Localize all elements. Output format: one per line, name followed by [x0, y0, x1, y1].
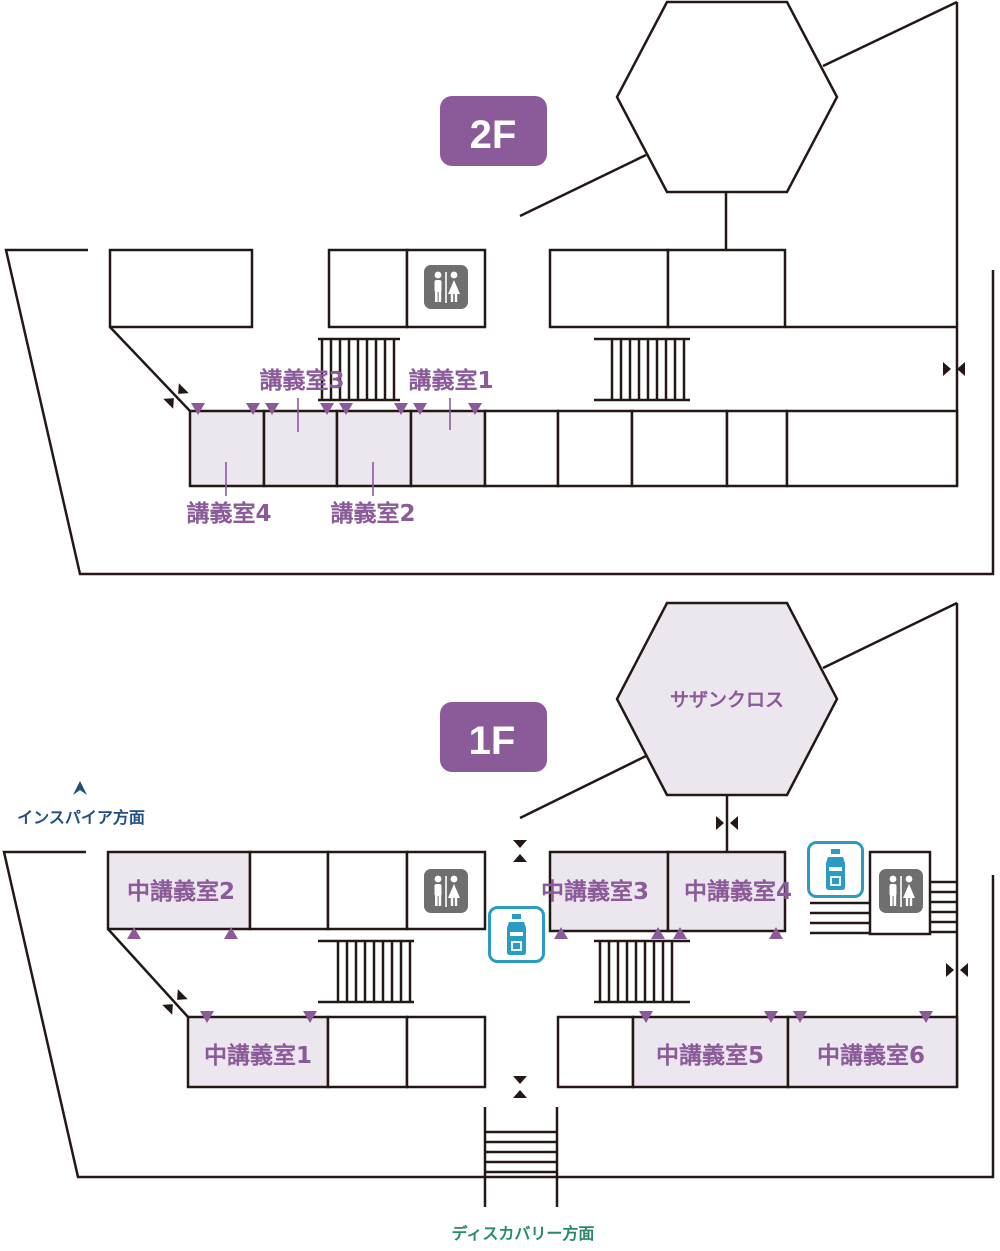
room-2f-4-label: 講義室4	[186, 500, 271, 527]
floor-1f-badge-label: 1F	[469, 719, 516, 763]
room-1f-5-label: 中講義室5	[656, 1042, 764, 1069]
room-2f-3[interactable]	[262, 409, 339, 488]
stairs-1f-south	[483, 1107, 559, 1207]
double-arrow-icon	[513, 840, 527, 862]
restroom-icon	[424, 869, 468, 913]
double-arrow-icon	[943, 362, 965, 376]
room-1f-1[interactable]	[186, 1015, 330, 1089]
water-bottle-icon	[488, 906, 545, 963]
room-1f-3-label: 中講義室3	[541, 878, 649, 905]
room-1f-2[interactable]	[106, 850, 252, 931]
direction-inspire: インスパイア方面	[17, 808, 145, 827]
outer-wall-2f	[4, 248, 995, 576]
room-2f-2-label: 講義室2	[330, 500, 415, 527]
room-2f-1-label: 講義室1	[408, 367, 493, 394]
room-2f-1[interactable]	[409, 409, 487, 488]
room-1f-4[interactable]	[666, 850, 787, 933]
floor-2f-badge-label: 2F	[470, 113, 517, 157]
floor-2f-badge	[440, 96, 547, 166]
floor-1f: 1F サザンクロス	[2, 601, 995, 1243]
room-2f-4[interactable]	[188, 409, 266, 488]
stairs-1f-right	[594, 939, 690, 1004]
room-1f-2-label: 中講義室2	[127, 878, 235, 905]
room-2f-3-label: 講義室3	[259, 367, 344, 394]
stairs-2f-right	[594, 337, 690, 402]
room-1f-4-label: 中講義室4	[684, 878, 792, 905]
stairs-1f-left	[318, 939, 414, 1004]
water-bottle-icon	[807, 841, 864, 898]
room-1f-5[interactable]	[631, 1015, 790, 1089]
stairs-2f-left	[318, 337, 400, 402]
north-direction-icon	[73, 781, 87, 795]
direction-discovery: ディスカバリー方面	[452, 1224, 595, 1243]
floor-1f-badge	[440, 702, 547, 772]
room-2f-2[interactable]	[335, 409, 413, 488]
room-1f-6-label: 中講義室6	[817, 1042, 925, 1069]
room-1f-3[interactable]	[548, 850, 670, 933]
double-arrow-icon	[513, 1076, 527, 1098]
southern-cross-label: サザンクロス	[670, 689, 784, 711]
room-1f-6[interactable]	[786, 1015, 959, 1089]
room-1f-1-label: 中講義室1	[204, 1042, 312, 1069]
outer-wall-1f	[2, 850, 995, 1179]
hexagon-building-2f	[615, 0, 839, 194]
restroom-icon	[879, 869, 923, 913]
southern-cross-hall[interactable]	[615, 601, 839, 797]
restroom-icon	[424, 265, 468, 309]
floor-2f: 2F	[4, 0, 995, 576]
stairs-1f-east	[810, 880, 957, 935]
